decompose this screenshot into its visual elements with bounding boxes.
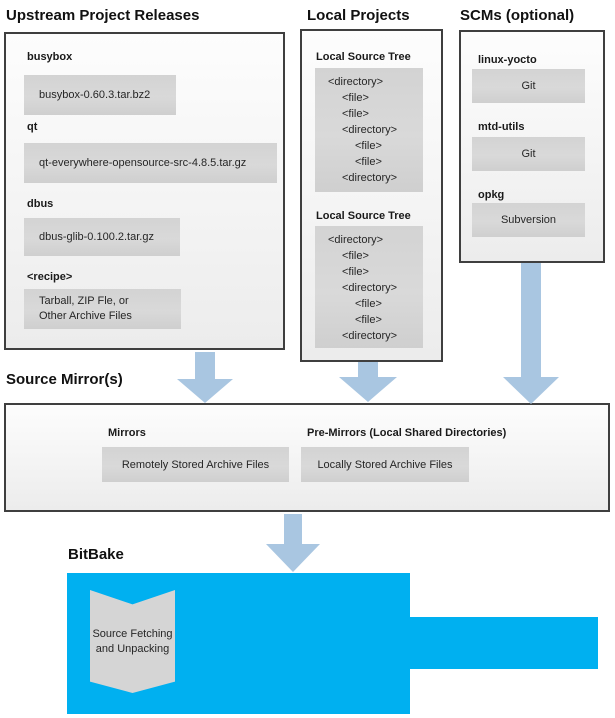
tree-line: <file> [355, 298, 382, 310]
local-source-tree-label: Local Source Tree [316, 210, 411, 222]
mirrors-label: Mirrors [108, 427, 146, 439]
local-projects-panel: Local Source Tree <directory> <file> <fi… [300, 29, 443, 362]
upstream-item-value-line: Other Archive Files [39, 310, 132, 322]
upstream-item-label: <recipe> [27, 271, 73, 283]
source-mirrors-heading: Source Mirror(s) [6, 371, 123, 388]
tree-line: <file> [342, 92, 369, 104]
mirrors-value: Remotely Stored Archive Files [102, 447, 289, 482]
tree-line: <directory> [328, 234, 384, 246]
tree-line: <file> [342, 108, 369, 120]
scm-item-value: Git [472, 137, 585, 171]
tree-line: <file> [355, 156, 382, 168]
local-source-tree: <directory> <file> <file> <directory> <f… [315, 226, 423, 348]
upstream-heading: Upstream Project Releases [6, 7, 200, 24]
arrow-down-icon [177, 352, 233, 403]
local-projects-heading: Local Projects [307, 7, 410, 24]
pre-mirrors-label: Pre-Mirrors (Local Shared Directories) [307, 427, 507, 439]
tree-line: <directory> [342, 330, 398, 342]
upstream-item-value: Tarball, ZIP Fle, or Other Archive Files [24, 289, 181, 329]
tree-line: <file> [342, 266, 369, 278]
tree-line: <file> [355, 140, 382, 152]
tree-line: <directory> [342, 124, 398, 136]
scm-item-label: mtd-utils [478, 121, 525, 133]
local-source-tree: <directory> <file> <file> <directory> <f… [315, 68, 423, 192]
upstream-item-value: busybox-0.60.3.tar.bz2 [24, 75, 176, 115]
source-fetching-step: Source Fetching and Unpacking [90, 590, 175, 693]
upstream-item-value: dbus-glib-0.100.2.tar.gz [24, 218, 180, 256]
scm-item-value: Subversion [472, 203, 585, 237]
arrow-down-icon [266, 514, 320, 572]
upstream-item-label: dbus [27, 198, 54, 210]
scm-item-value: Git [472, 69, 585, 103]
pre-mirrors-value: Locally Stored Archive Files [301, 447, 469, 482]
local-source-tree-label: Local Source Tree [316, 51, 411, 63]
scm-item-label: linux-yocto [478, 54, 537, 66]
arrow-down-icon [339, 362, 397, 402]
tree-line: <file> [355, 314, 382, 326]
source-mirrors-panel: Mirrors Remotely Stored Archive Files Pr… [4, 403, 610, 512]
tree-line: <directory> [328, 76, 384, 88]
upstream-releases-panel: busybox busybox-0.60.3.tar.bz2 qt qt-eve… [4, 32, 285, 350]
bitbake-heading: BitBake [68, 546, 124, 563]
upstream-item-value: qt-everywhere-opensource-src-4.8.5.tar.g… [24, 143, 277, 183]
tree-line: <directory> [342, 172, 398, 184]
scms-heading: SCMs (optional) [460, 7, 575, 24]
scms-panel: linux-yocto Git mtd-utils Git opkg Subve… [459, 30, 605, 263]
upstream-item-value-line: Tarball, ZIP Fle, or [39, 295, 129, 307]
upstream-item-label: qt [27, 121, 38, 133]
scm-item-label: opkg [478, 189, 505, 201]
tree-line: <directory> [342, 282, 398, 294]
tree-line: <file> [342, 250, 369, 262]
arrow-down-icon [503, 263, 559, 404]
bitbake-arm [409, 617, 598, 669]
upstream-item-label: busybox [27, 51, 73, 63]
